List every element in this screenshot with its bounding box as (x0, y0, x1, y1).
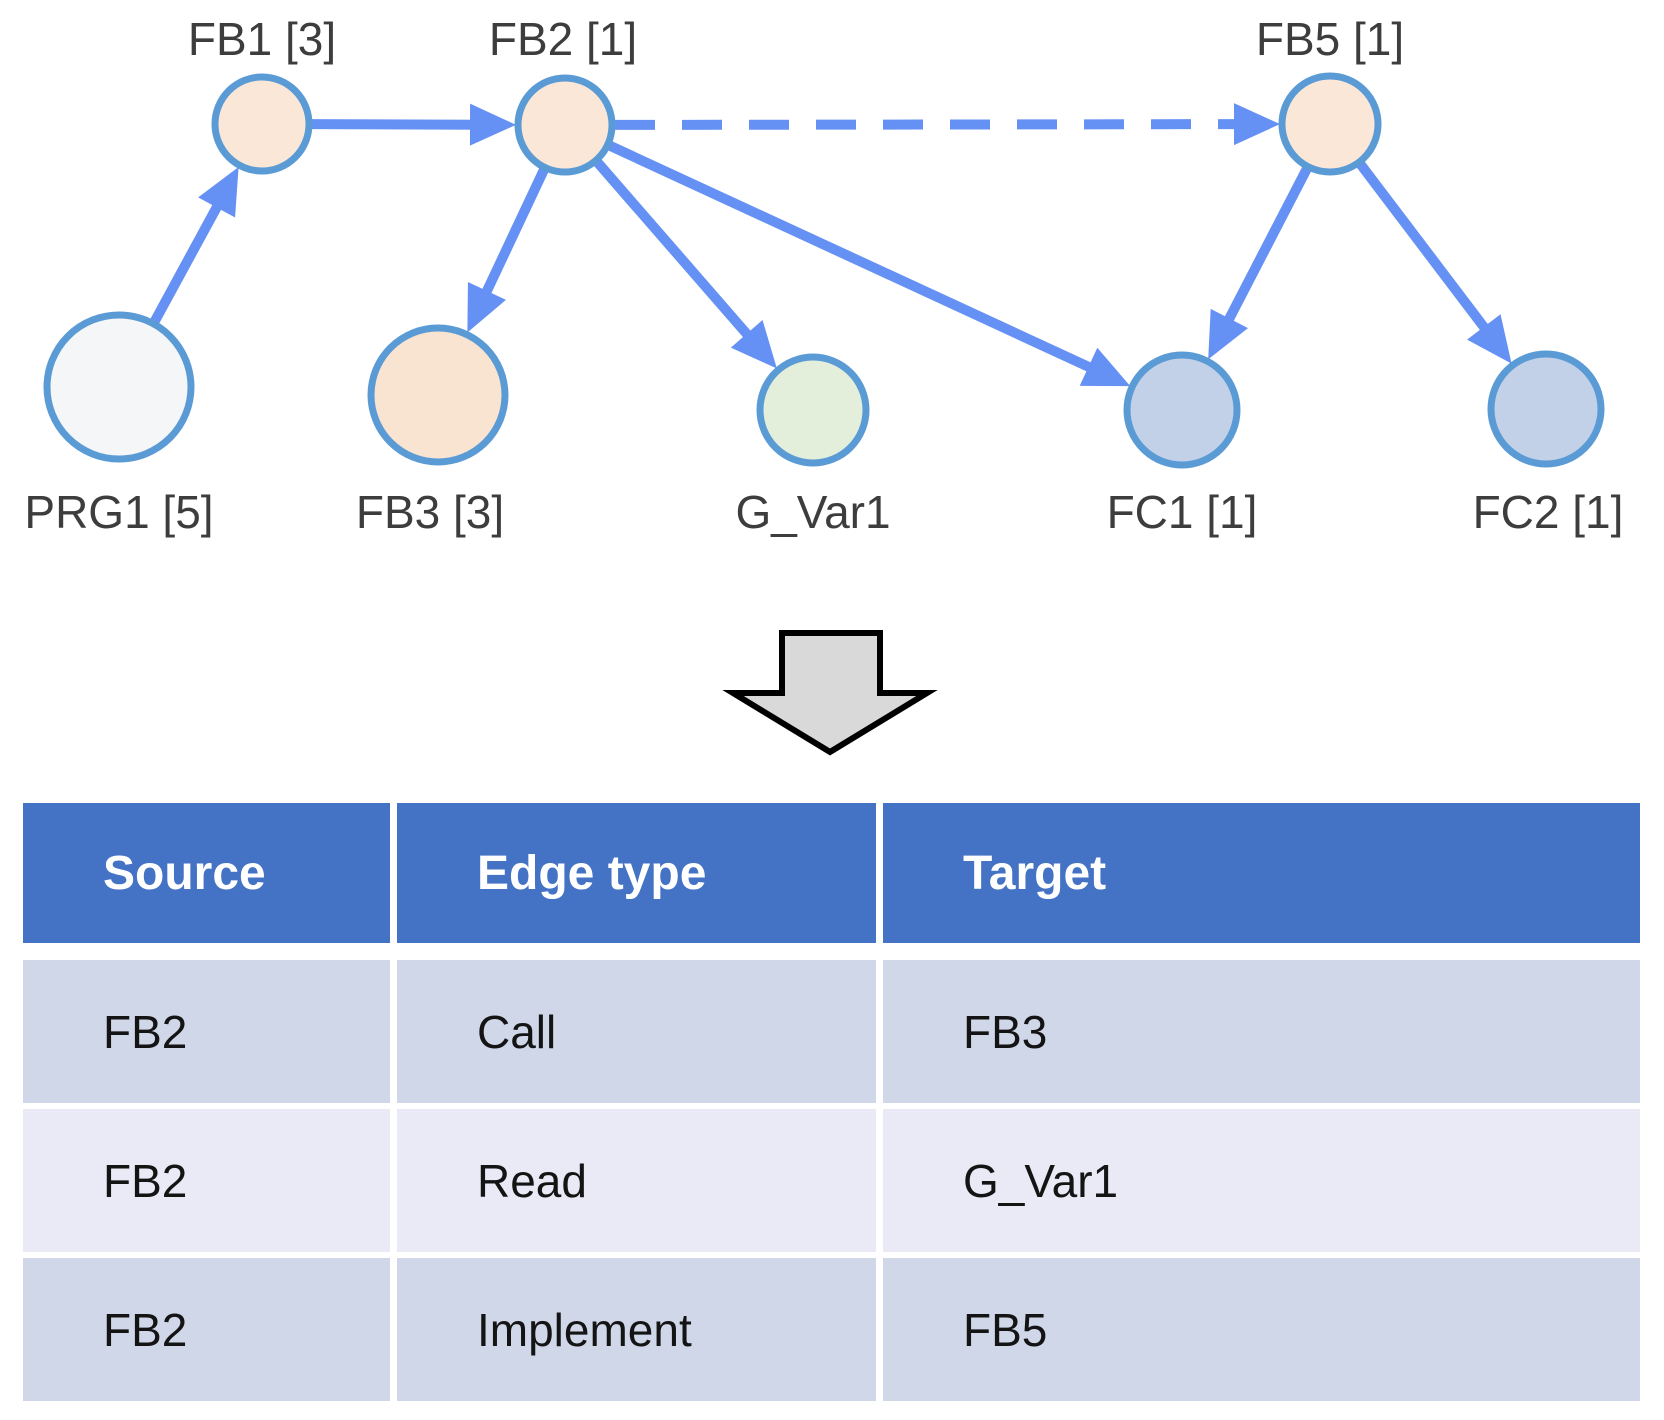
node-FB2 (514, 74, 616, 176)
node-label-FB2: FB2 [1] (489, 13, 637, 65)
edge-FB2-G_Var1 (594, 159, 758, 345)
table-cell-row1-col3: FB3 (883, 960, 1640, 1103)
table-cell-row1-col1: FB2 (23, 960, 390, 1103)
node-label-FB1: FB1 [3] (188, 13, 336, 65)
edge-FB5-FC1 (1220, 166, 1312, 330)
node-FC2 (1487, 350, 1605, 468)
node-label-PRG1: PRG1 [5] (24, 486, 213, 538)
node-label-FB3: FB3 [3] (356, 486, 504, 538)
node-G_Var1 (756, 353, 870, 467)
column-header-edge-type: Edge type (397, 803, 876, 943)
arrowhead-FB2-FC1 (1079, 347, 1131, 387)
arrowhead-FB5-FC2 (1467, 314, 1512, 364)
node-FB5 (1278, 72, 1382, 176)
node-label-FC1: FC1 [1] (1107, 486, 1258, 538)
down-arrow-icon (722, 630, 938, 756)
column-header-target: Target (883, 803, 1640, 943)
table-cell-row3-col1: FB2 (23, 1258, 390, 1401)
node-label-FC2: FC2 [1] (1473, 486, 1624, 538)
call-graph-diagram: FB1 [3] FB2 [1] FB5 [1] PRG1 [5] FB3 [3] G_Va… (24, 13, 1624, 756)
table-cell-row1-col2: Call (397, 960, 876, 1103)
node-FB3 (367, 324, 509, 466)
arrowhead-FB5-FC1 (1208, 308, 1248, 360)
edge-FB2-FB5 (614, 119, 1245, 130)
table-cell-row2-col2: Read (397, 1109, 876, 1252)
node-label-FB5: FB5 [1] (1256, 13, 1404, 65)
arrowhead-FB2-FB3 (467, 281, 506, 333)
arrowhead-FB2-FB5 (1233, 103, 1280, 146)
edge-FB5-FC2 (1356, 161, 1494, 338)
node-label-G_Var1: G_Var1 (735, 486, 890, 538)
arrowhead-PRG1-FB1 (198, 167, 239, 218)
table-cell-row2-col1: FB2 (23, 1109, 390, 1252)
column-header-source: Source (23, 803, 390, 943)
node-FB1 (211, 73, 313, 175)
arrowhead-FB1-FB2 (469, 103, 517, 146)
node-PRG1 (43, 311, 195, 463)
table-cell-row3-col2: Implement (397, 1258, 876, 1401)
table-cell-row3-col3: FB5 (883, 1258, 1640, 1401)
edge-FB2-FC1 (608, 141, 1100, 376)
edge-FB2-FB3 (478, 168, 549, 303)
node-FC1 (1123, 351, 1241, 469)
edge-PRG1-FB1 (150, 196, 226, 324)
edge-FB1-FB2 (311, 119, 481, 130)
arrowhead-FB2-G_Var1 (730, 320, 777, 369)
table-cell-row2-col3: G_Var1 (883, 1109, 1640, 1252)
